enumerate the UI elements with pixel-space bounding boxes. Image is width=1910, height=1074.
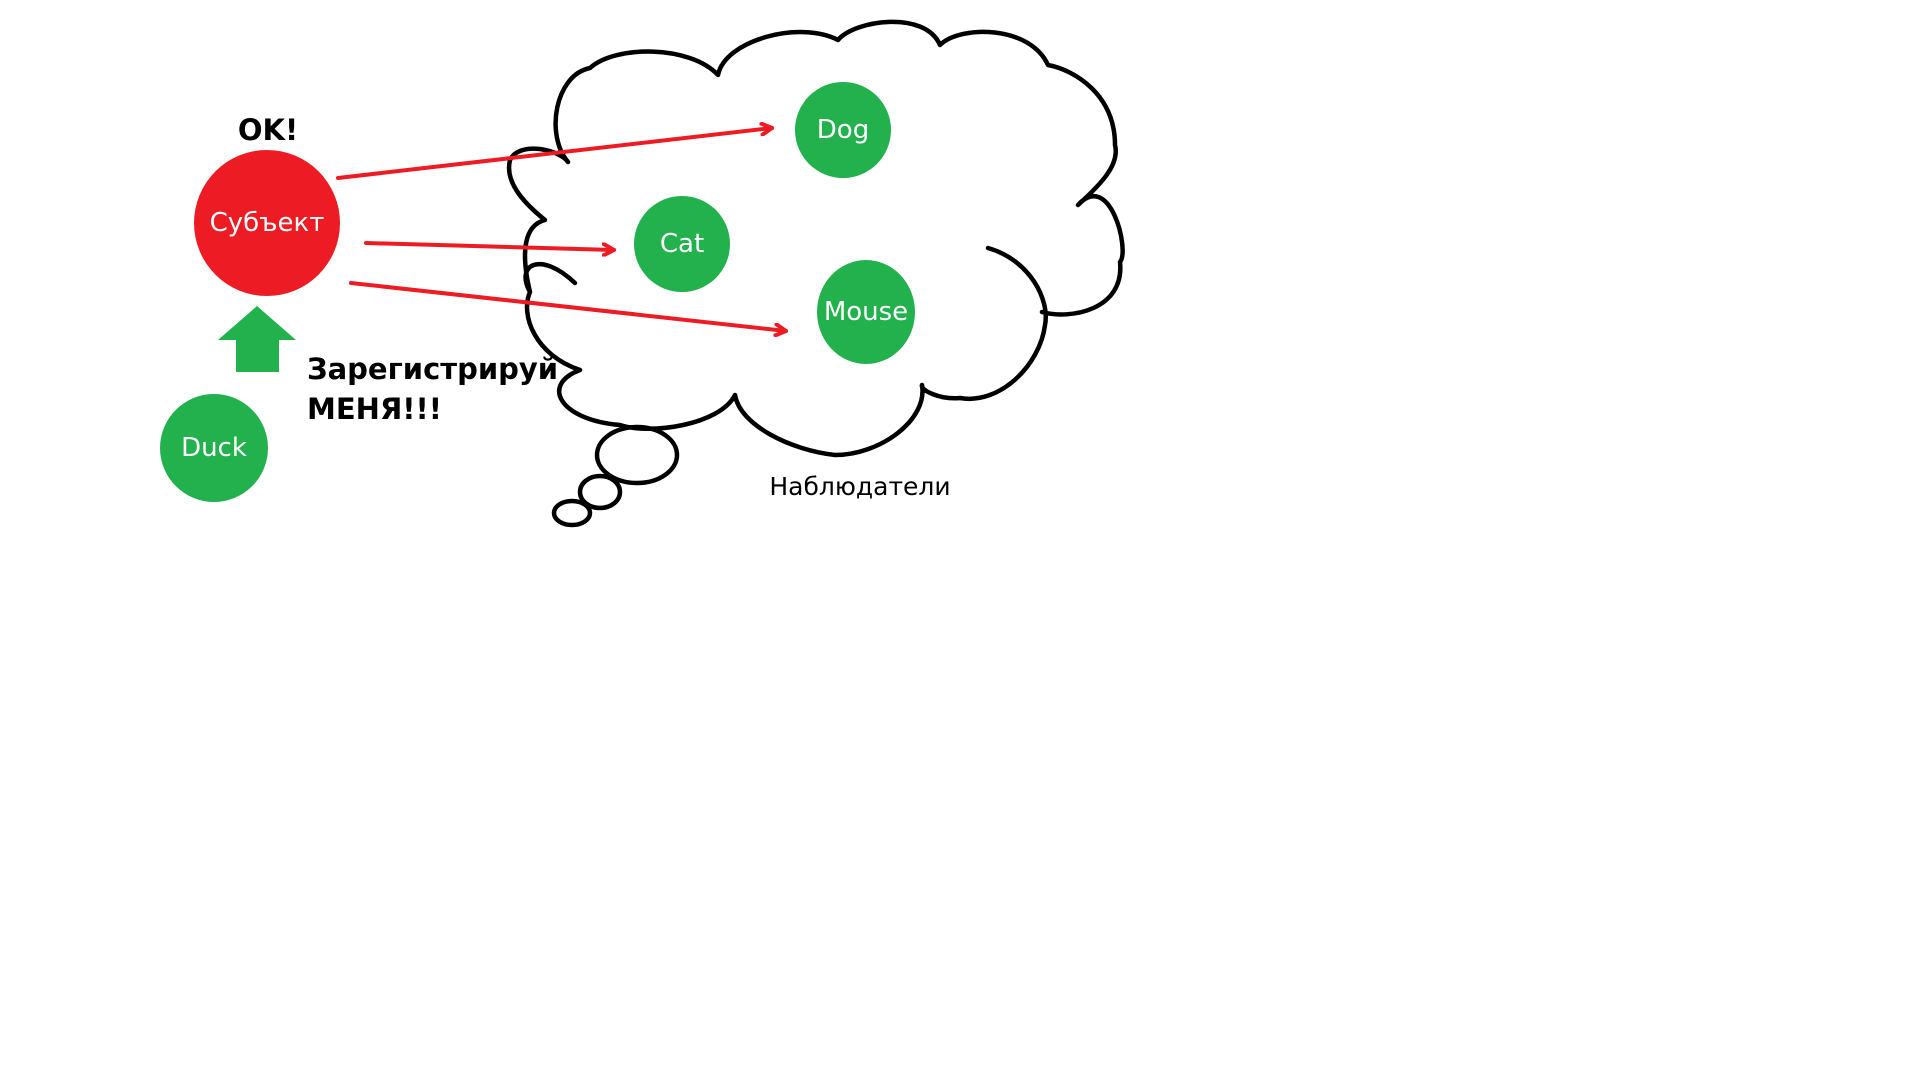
register-request-line2: МЕНЯ!!! xyxy=(307,392,442,426)
subject-node: Субъект xyxy=(194,150,340,296)
observer-dog-circle xyxy=(795,82,891,178)
duck-circle xyxy=(160,394,268,502)
observer-mouse: Mouse xyxy=(817,260,915,364)
register-request-line1: Зарегистрируй xyxy=(307,352,558,386)
thought-cloud xyxy=(506,19,1125,528)
subject-label: Субъект xyxy=(210,208,325,238)
notify-arrow-mouse xyxy=(349,281,788,331)
observer-mouse-circle xyxy=(817,260,915,364)
notify-arrow-cat xyxy=(364,241,616,250)
thought-bubble-medium xyxy=(577,473,623,511)
observers-caption: Наблюдатели xyxy=(769,472,950,501)
observer-cat-circle xyxy=(634,196,730,292)
notify-arrow-dog xyxy=(336,128,774,180)
observer-cat: Cat xyxy=(634,196,730,292)
thought-bubble-large xyxy=(594,424,680,486)
thought-bubble-small xyxy=(551,498,593,528)
ok-label: OK! xyxy=(238,113,298,147)
thought-cloud-outline xyxy=(506,19,1125,458)
duck-label: Duck xyxy=(181,433,247,463)
observer-dog: Dog xyxy=(795,82,891,178)
observer-mouse-label: Mouse xyxy=(824,297,908,327)
duck-node: Duck xyxy=(160,394,268,502)
subject-circle xyxy=(194,150,340,296)
observer-dog-label: Dog xyxy=(817,115,869,145)
observer-cat-label: Cat xyxy=(660,229,704,259)
register-arrow xyxy=(218,306,296,372)
